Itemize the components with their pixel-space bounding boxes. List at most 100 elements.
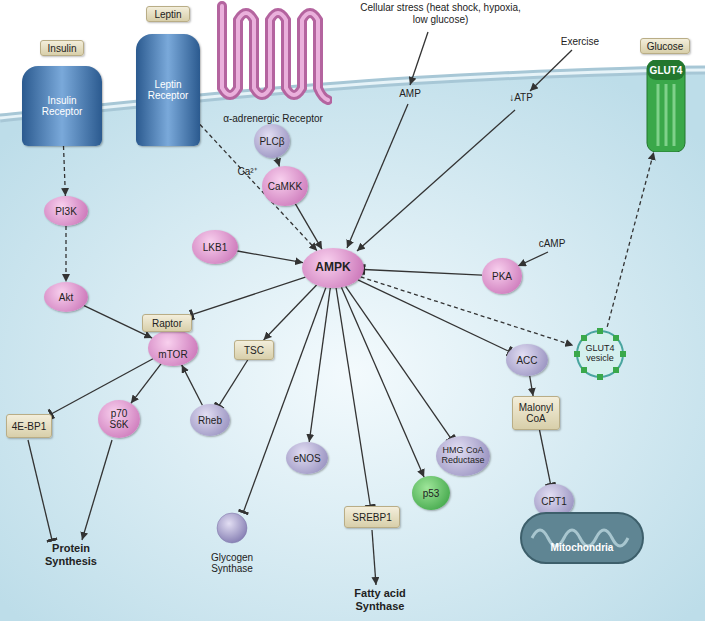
node-text: mTOR [158,349,187,360]
activation-connector [607,152,654,327]
kinase-circle: Akt [44,282,88,312]
stimulus-arrow [410,32,428,85]
node-text: Mitochondria [551,542,614,553]
activation-arrow [82,440,112,540]
glucose-transporter: GLUT4 [644,60,688,152]
enzyme-circle: Rheb [190,404,230,436]
node-text: CaMKK [268,181,302,192]
helix-band [222,6,328,100]
enzyme-circle: HMG CoA Reductase [436,436,490,476]
activation-arrow [347,104,408,248]
node-text: Akt [59,292,73,303]
transporter-stripe [665,84,668,146]
node-text: p53 [423,488,440,499]
activation-connector [64,146,66,196]
inhibition-connector [192,277,305,315]
transporter-stripe [657,84,660,146]
inhibition-connector [540,430,551,484]
annotation-label: ↓ATP [501,92,541,104]
node-text: 4E-BP1 [12,421,46,432]
kinase-circle: mTOR [148,330,198,366]
activation-connector [309,288,330,442]
annotation-label: cAMP [533,238,571,250]
transporter-body [647,60,685,152]
vesicle-membrane [577,331,623,377]
transporter-vesicle: GLUT4 vesicle [572,326,628,382]
annotation-label: Ca²⁺ [232,166,262,178]
node-text: PKA [492,271,512,282]
inhibition-connector [358,280,509,352]
node-text: Leptin Receptor [140,79,196,101]
annotation-label: Protein Synthesis [26,542,116,567]
activation-connector [361,277,574,346]
activation-arrow [372,530,376,585]
mitochondrion-outline [520,512,644,564]
annotation-label: Fatty acid Synthase [332,587,428,612]
activation-connector [264,285,317,340]
node-text: CPT1 [541,496,567,507]
vesicle-transporters [574,328,626,380]
protein-box: Malonyl CoA [512,396,560,430]
node-text: HMG CoA Reductase [441,446,485,466]
node-text: Leptin [154,9,181,20]
kinase-circle: LKB1 [192,230,238,264]
node-text: Raptor [152,318,182,329]
node-text: PLCβ [259,136,284,147]
activation-connector [295,204,322,250]
annotation-label: AMP [393,88,427,100]
node-text: Insulin [48,43,77,54]
kinase-circle: PI3K [44,196,88,226]
mitochondrion-body [521,513,643,563]
protein-box: SREBP1 [344,506,400,528]
activation-connector [131,364,161,404]
helix-highlight [222,6,328,100]
receptor-shape: Insulin Receptor [22,66,102,146]
enzyme-circle: eNOS [286,442,328,474]
activation-connector [341,287,424,477]
receptor-shape: Leptin Receptor [136,34,200,146]
gpcr-receptor: α-adrenergic Receptor [214,0,332,128]
protein-box: TSC [234,340,274,360]
node-text: GLUT4 [650,65,683,76]
protein-box: Glucose [640,38,690,54]
enzyme-node: Glycogen Synthase [200,512,264,574]
node-text: eNOS [293,453,320,464]
node-text: Glucose [647,41,684,52]
enzyme-circle: ACC [506,344,548,376]
node-text: GLUT4 vesicle [582,344,618,364]
inhibition-connector [364,270,482,276]
inhibition-connector [219,360,248,406]
inhibition-connector [243,288,326,513]
activation-connector [65,226,66,282]
transporter-cap [647,60,685,80]
kinase-circle: CaMKK [262,166,308,206]
node-text: PI3K [55,206,77,217]
node-text: ACC [516,355,537,366]
activation-arrow [357,110,515,251]
activation-connector [237,251,303,263]
protein-circle: p53 [412,476,450,510]
transporter-stripe [673,84,676,146]
activation-connector [182,365,203,405]
activation-connector [277,157,280,166]
activation-connector [530,376,533,396]
node-text: SREBP1 [352,512,391,523]
cell-membrane [0,70,705,118]
node-text: Glycogen Synthase [200,552,264,574]
kinase-circle: PKA [482,258,522,294]
cell-membrane-highlight [0,70,705,118]
protein-box: Insulin [40,40,84,56]
inhibition-line [28,440,52,540]
kinase-circle: AMPK [302,248,364,288]
cytoplasm [0,70,705,621]
node-text: p70 S6K [102,408,136,430]
activation-arrow [518,252,548,266]
node-text: AMPK [315,261,350,274]
node-text: LKB1 [203,242,227,253]
enzyme-circle [217,513,247,543]
node-text: α-adrenergic Receptor [223,113,323,124]
node-text: Rheb [198,415,222,426]
annotation-label: Exercise [553,36,607,48]
enzyme-circle: PLCβ [254,124,290,158]
